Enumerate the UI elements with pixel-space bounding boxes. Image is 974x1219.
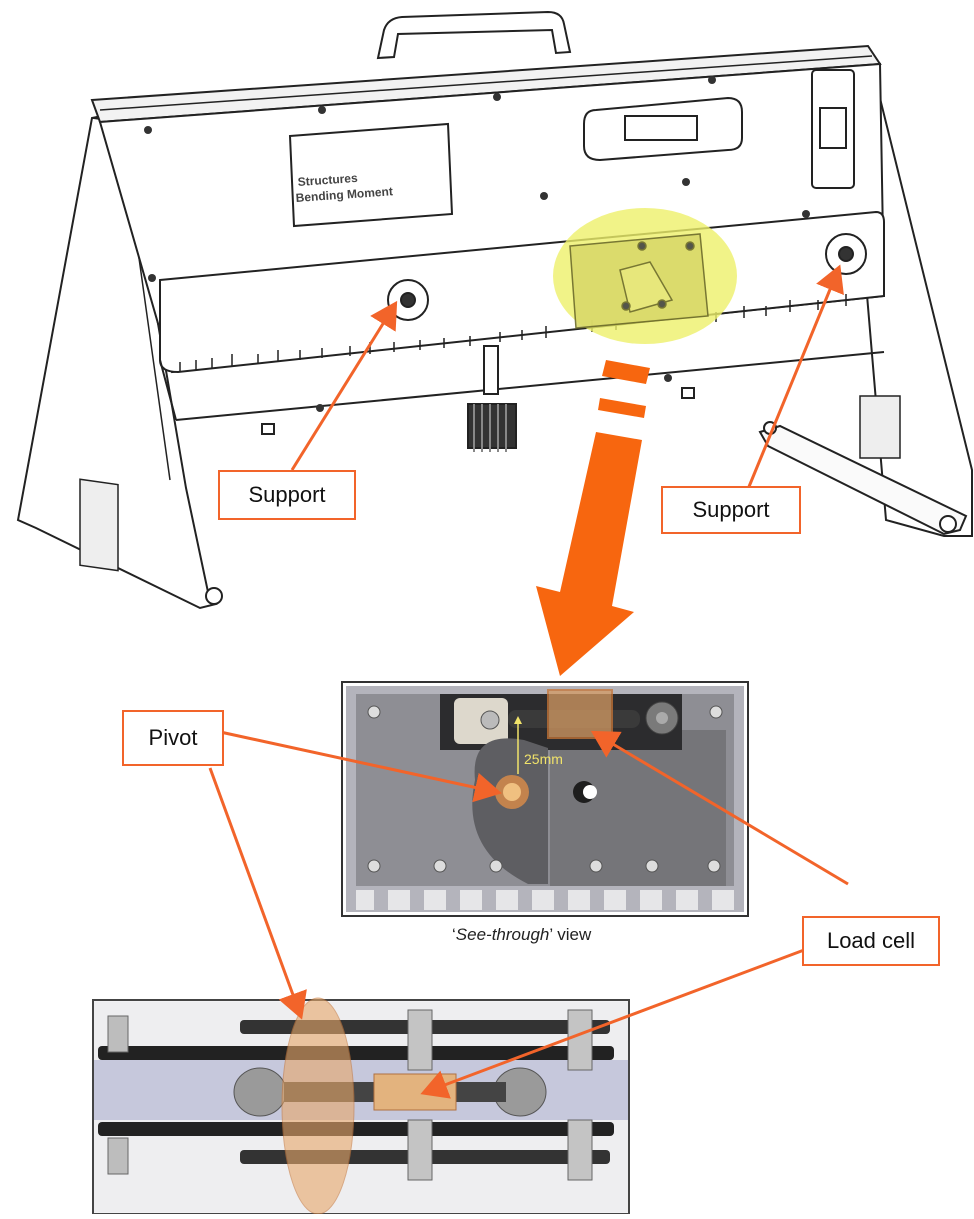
support-left-pointer: [290, 300, 398, 471]
caption-italic: See-through: [455, 925, 550, 944]
panel-text-line1: Structures: [297, 171, 358, 189]
support-right-label: Support: [661, 486, 801, 534]
panel-text-line2: Bending Moment: [295, 184, 393, 205]
load-cell-label: Load cell: [802, 916, 940, 966]
carry-handle: [376, 10, 572, 60]
weight-hanger: [467, 345, 517, 452]
right-foot: [758, 424, 968, 536]
support-right-pointer: [744, 264, 844, 495]
label-plate: [288, 122, 454, 228]
see-through-view: [341, 681, 749, 917]
apparatus-drawing: [16, 10, 973, 610]
dimension-label: 25mm: [524, 751, 563, 767]
section-view: [92, 997, 630, 1215]
pivot-label: Pivot: [122, 710, 224, 766]
see-through-caption: ‘See-through’ view: [452, 925, 591, 945]
pivot-pointer-detail: [201, 726, 502, 803]
pivot-pointer-section: [208, 767, 307, 1020]
loadcell-pointer-section: [420, 936, 837, 1099]
loadcell-pointer-detail: [590, 730, 849, 886]
pivot-highlight: [281, 997, 355, 1215]
zoom-arrow: [536, 360, 650, 676]
caption-rest: ’ view: [549, 925, 592, 944]
support-left-label: Support: [218, 470, 356, 520]
caption-quote-open: ‘: [452, 925, 456, 944]
load-cell-plate: [569, 233, 709, 329]
